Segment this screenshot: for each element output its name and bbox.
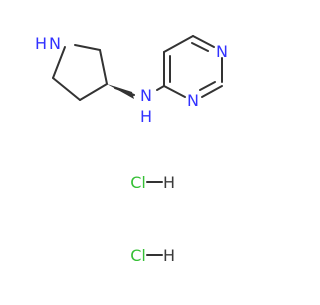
atom-amine-h: H <box>140 107 152 126</box>
atom-pyrrolidine-n: N <box>49 34 61 53</box>
bond-c2p-n3p-inner <box>199 81 216 91</box>
molecule-structure: H N N H N N Cl H Cl H <box>35 34 228 265</box>
bond-c2p-n3p <box>201 85 223 98</box>
atom-pyrimidine-n1: N <box>216 42 228 61</box>
bond-c6p-n1p <box>192 35 215 48</box>
bond-n1-c2 <box>52 46 66 79</box>
bond-c6p-n1p-inner <box>191 42 209 52</box>
bond-c2-c3 <box>52 77 81 101</box>
bond-n3p-c4p <box>163 85 186 98</box>
atom-labels: H N N H N N Cl H Cl H <box>35 34 228 265</box>
salt-1-cl: Cl <box>130 173 146 192</box>
bonds <box>52 35 223 256</box>
stereo-wedge <box>107 84 134 99</box>
bond-c5-n1 <box>74 44 101 51</box>
salt-2-cl: Cl <box>130 246 146 265</box>
wedge-bond <box>107 84 134 99</box>
salt-2-h: H <box>163 246 175 265</box>
bond-c5p-c6p <box>163 35 194 53</box>
atom-amine-n: N <box>140 86 152 105</box>
bond-c4-c5 <box>99 49 108 85</box>
atom-pyrrolidine-h: H <box>35 34 47 53</box>
bond-c3-c4 <box>79 83 108 101</box>
salt-1-h: H <box>163 173 175 192</box>
structure-canvas: H N N H N N Cl H Cl H <box>35 34 228 265</box>
bond-nh-c4p <box>156 85 165 91</box>
atom-pyrimidine-n3: N <box>187 91 199 110</box>
